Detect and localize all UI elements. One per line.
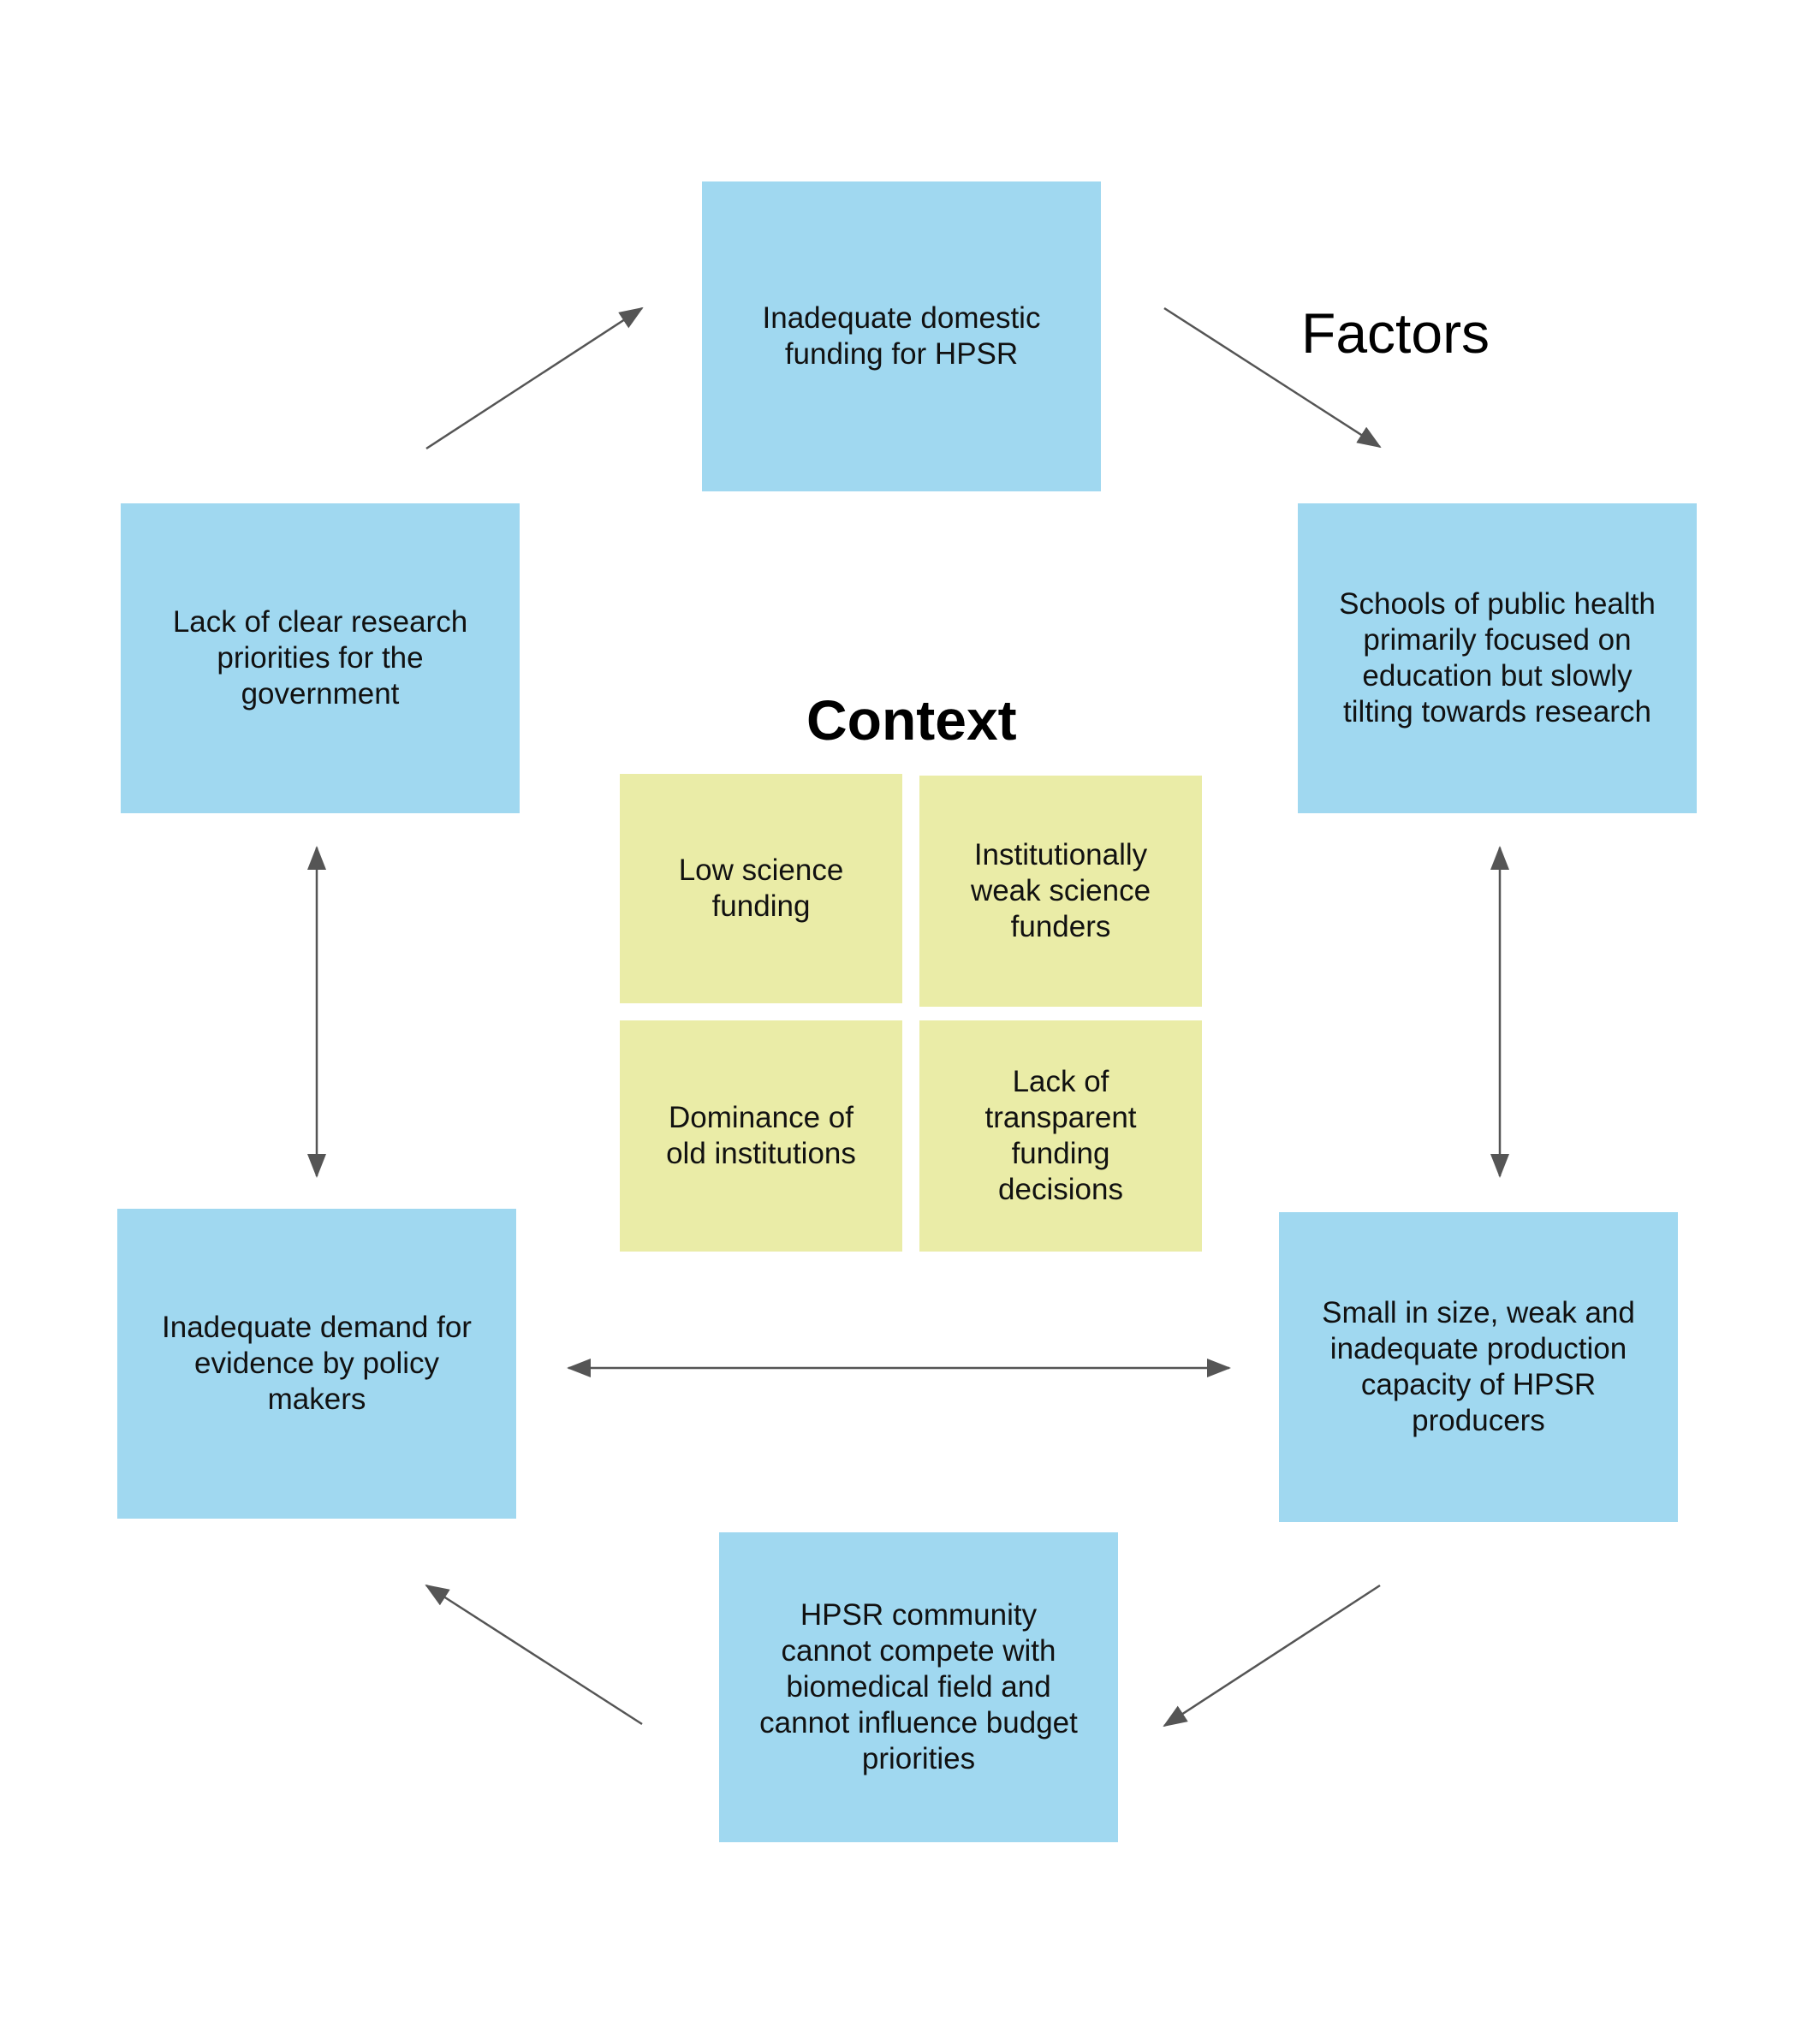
- factor-text: HPSR community cannot compete with biome…: [759, 1598, 1078, 1775]
- context-text: Low science funding: [678, 853, 844, 923]
- factors-heading: Factors: [1301, 301, 1490, 365]
- factor-box-research-priorities: Lack of clear research priorities for th…: [121, 503, 520, 813]
- arrow-topleft-to-top: [425, 306, 644, 450]
- factor-text: Inadequate demand for evidence by policy…: [162, 1311, 472, 1416]
- factor-box-domestic-funding: Inadequate domestic funding for HPSR: [702, 181, 1101, 491]
- context-box-low-science-funding: Low science funding: [620, 774, 902, 1003]
- context-box-weak-funders: Institutionally weak science funders: [919, 776, 1202, 1007]
- factor-text: Inadequate domestic funding for HPSR: [762, 301, 1041, 371]
- arrow-top-to-topright: [1163, 306, 1382, 449]
- factor-box-hpsr-community: HPSR community cannot compete with biome…: [719, 1532, 1118, 1842]
- context-text: Lack of transparent funding decisions: [984, 1065, 1137, 1206]
- context-text: Dominance of old institutions: [666, 1101, 856, 1170]
- factor-box-production-capacity: Small in size, weak and inadequate produ…: [1279, 1212, 1678, 1522]
- arrow-bottomright-to-bottom: [1163, 1584, 1381, 1728]
- factor-text: Schools of public health primarily focus…: [1339, 587, 1656, 729]
- factor-box-demand-for-evidence: Inadequate demand for evidence by policy…: [117, 1209, 516, 1519]
- arrow-bottom-to-bottomleft: [425, 1584, 643, 1726]
- factor-box-schools-public-health: Schools of public health primarily focus…: [1298, 503, 1697, 813]
- context-text: Institutionally weak science funders: [970, 838, 1151, 943]
- context-box-transparent-funding: Lack of transparent funding decisions: [919, 1020, 1202, 1252]
- context-heading: Context: [806, 688, 1017, 752]
- factor-text: Small in size, weak and inadequate produ…: [1322, 1296, 1635, 1437]
- context-box-old-institutions: Dominance of old institutions: [620, 1020, 902, 1252]
- factor-text: Lack of clear research priorities for th…: [172, 605, 468, 711]
